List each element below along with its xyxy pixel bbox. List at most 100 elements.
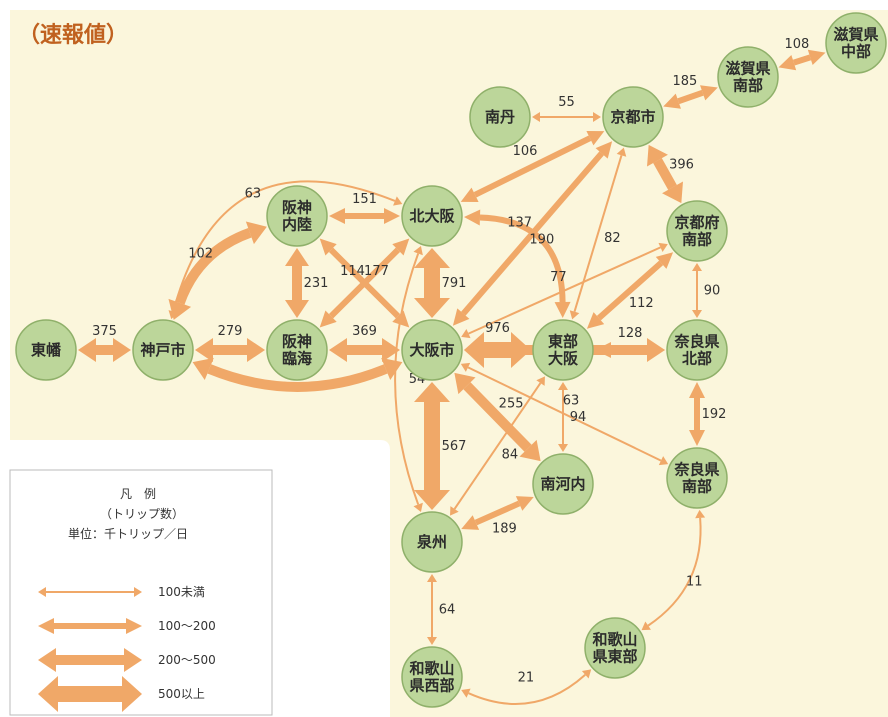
flow-value-label: 396 [669, 158, 694, 173]
region-circle [532, 319, 594, 381]
region-circle [602, 86, 664, 148]
flow-arrowhead-nara_hokubu [689, 382, 705, 398]
flow-value-label: 231 [304, 276, 329, 291]
flow-arrowhead-kita_osaka [414, 248, 450, 268]
flow-value-label: 369 [352, 324, 377, 339]
flow-edge-kyotofu_nanbu-tobu_osaka [596, 260, 664, 321]
flow-value-label: 567 [442, 439, 467, 454]
flow-edge-kyoto-kyotofu_nanbu [653, 158, 677, 190]
flow-arrowhead-kyoto [616, 147, 627, 157]
flow-arrowhead-nara_nanbu [695, 509, 706, 519]
region-circle [666, 319, 728, 381]
flow-arrowhead-wakayama_seibu [427, 637, 437, 645]
flow-arrowhead-hanshin_nairiku [329, 208, 345, 224]
flow-arrowhead-kita_osaka [392, 238, 410, 256]
region-name: 南河内 [540, 475, 585, 493]
flow-edge-kyoto-shiga_nanbu [677, 89, 704, 105]
flow-edge-kita_osaka-senshu [394, 253, 420, 505]
region-name: 臨海 [282, 350, 312, 368]
region-circle [532, 453, 594, 515]
flow-edge-hanshin_rinkai-kita_osaka [328, 247, 401, 319]
region-circle [469, 86, 531, 148]
flow-arrowhead-kyoto [586, 131, 605, 146]
legend-item-label: 200〜500 [158, 653, 216, 667]
region-name: 阪神 [282, 333, 312, 351]
region-nodes: 東幡神戸市阪神臨海阪神内陸北大阪大阪市東部大阪南丹京都市滋賀県南部滋賀県中部京都… [15, 12, 887, 708]
flow-value-label: 108 [784, 37, 809, 52]
flow-value-label: 279 [218, 324, 243, 339]
flow-arrowhead-wakayama_seibu [461, 688, 471, 698]
flow-value-label: 106 [513, 144, 538, 159]
flow-arrowhead-nara_nanbu [689, 430, 705, 446]
legend-arrowhead [38, 618, 54, 634]
flow-edge-osaka-kyotofu_nanbu [468, 246, 661, 335]
flow-value-label: 190 [529, 233, 554, 248]
legend-item-label: 100〜200 [158, 619, 216, 633]
node-senshu: 泉州 [401, 511, 463, 573]
flow-arrowhead-kobe [168, 310, 179, 320]
region-name: 南部 [682, 478, 712, 496]
region-circle [401, 185, 463, 247]
flow-arrowhead-kita_osaka [413, 246, 423, 256]
flow-arrowhead-osaka [461, 329, 471, 339]
flow-arrowhead-osaka [414, 298, 450, 318]
legend-arrowhead [38, 676, 58, 712]
flow-value-label: 90 [704, 284, 721, 299]
flow-value-label: 375 [92, 324, 117, 339]
flow-arrowhead-kobe [195, 338, 213, 362]
flow-arrowhead-minami_kawachi [515, 496, 534, 511]
flow-edge-osaka-kyoto [461, 151, 604, 316]
flow-edge-kobe-hanshin_nairiku [175, 228, 252, 305]
legend-arrowhead [38, 587, 46, 597]
flow-arrowhead-kyotofu_nanbu [658, 242, 668, 252]
flow-arrowhead-tobu_osaka [536, 376, 545, 386]
flow-value-label: 102 [188, 247, 213, 262]
flow-arrowhead-hanshin_nairiku [319, 238, 337, 256]
flow-arrowhead-kita_osaka [393, 196, 403, 206]
legend-subtitle: （トリップ数） [100, 506, 184, 521]
flow-arrowhead-osaka [414, 382, 450, 402]
flow-arrowhead-hanshin_nairiku [245, 221, 267, 245]
flow-value-label: 114 [340, 264, 365, 279]
flow-edge-kita_osaka-tobu_osaka [479, 214, 566, 303]
region-circle [266, 319, 328, 381]
node-kita_osaka: 北大阪 [401, 185, 463, 247]
flow-arrowhead-hanshin_rinkai [247, 338, 265, 362]
region-name: 神戸市 [140, 341, 185, 359]
flow-arrowhead-osaka [464, 338, 482, 362]
flow-edge-nara_nanbu-wakayama_tobu [647, 517, 702, 627]
flow-edge-osaka-minami_kawachi [463, 382, 532, 452]
region-name: 大阪 [548, 350, 579, 368]
legend: 凡 例 （トリップ数） 単位：千トリップ／日 100未満100〜200200〜5… [9, 469, 273, 716]
flow-arrowhead-wakayama_tobu [581, 669, 592, 679]
region-name: 南部 [682, 231, 712, 249]
flow-arrowhead-shiga_nanbu [778, 54, 797, 71]
flow-arrowhead-senshu [413, 502, 423, 512]
region-circle [666, 447, 728, 509]
region-name: 北部 [682, 350, 712, 368]
region-circle [584, 617, 646, 679]
region-name: 京都府 [674, 214, 719, 232]
node-toban: 東幡 [15, 319, 77, 381]
flow-arrowhead-kyotofu_nanbu [692, 263, 702, 271]
region-name: 東部 [548, 333, 578, 351]
flow-value-label: 63 [245, 186, 262, 201]
region-circle [15, 319, 77, 381]
flow-arrowhead-kita_osaka [460, 187, 479, 202]
region-name: 阪神 [282, 199, 312, 217]
region-name: 京都市 [610, 108, 655, 126]
flow-arrowhead-kyotofu_nanbu [655, 252, 674, 269]
flow-edges [78, 49, 826, 705]
flow-arrowhead-kita_osaka [463, 209, 481, 226]
flow-value-label: 82 [604, 231, 621, 246]
flow-edge-kita_osaka-kyoto [473, 135, 592, 198]
flow-arrowhead-kyoto [593, 112, 601, 122]
flow-arrowhead-kita_osaka [384, 208, 400, 224]
flow-edge-wakayama_seibu-wakayama_tobu [468, 673, 586, 705]
